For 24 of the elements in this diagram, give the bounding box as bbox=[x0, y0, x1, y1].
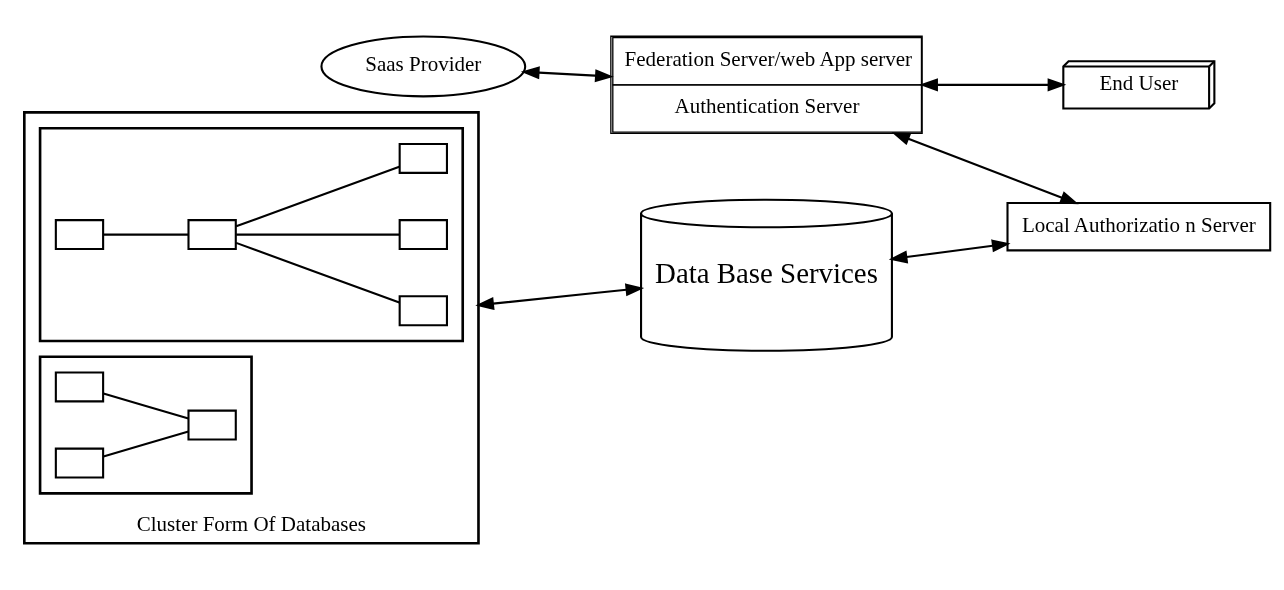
arrow bbox=[891, 132, 1079, 205]
node-box bbox=[54, 447, 105, 479]
node-box bbox=[398, 142, 448, 174]
arrow bbox=[919, 78, 1067, 92]
connector bbox=[103, 233, 189, 236]
node-box bbox=[187, 409, 237, 441]
node-box bbox=[54, 371, 105, 403]
arrow bbox=[888, 239, 1011, 264]
cluster: Cluster Form Of Databases bbox=[23, 111, 480, 545]
node-box: Local Authorizatio n Server bbox=[1006, 202, 1272, 252]
connector bbox=[236, 233, 400, 236]
connector bbox=[235, 241, 400, 304]
cluster bbox=[38, 126, 465, 343]
connector bbox=[103, 430, 189, 458]
arrow bbox=[520, 66, 614, 83]
arrow bbox=[475, 283, 645, 311]
node-box bbox=[398, 295, 448, 327]
node-box bbox=[398, 219, 448, 251]
connector bbox=[235, 165, 400, 228]
cluster bbox=[38, 355, 253, 495]
node-box bbox=[187, 219, 237, 251]
node-ellipse: Saas Provider bbox=[320, 35, 527, 98]
node-box bbox=[54, 219, 105, 251]
connector bbox=[103, 392, 189, 420]
